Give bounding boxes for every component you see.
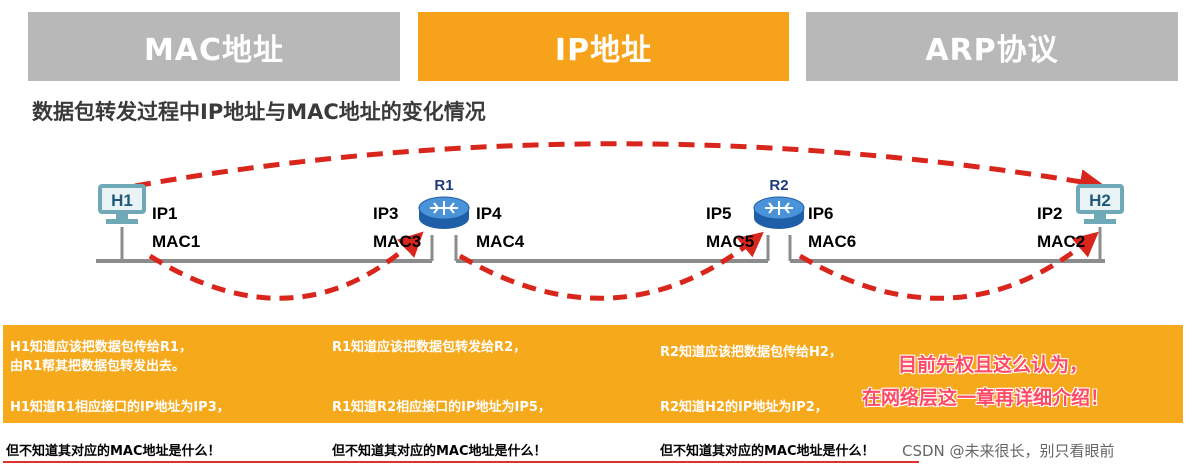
arrow-h1-to-r1 <box>148 231 424 301</box>
watermark: CSDN @未来很长，别只看眼前 <box>902 442 1115 460</box>
r1-right-ip-label: IP4 <box>476 204 502 223</box>
red-underline <box>3 461 919 463</box>
r1-left-mac-label: MAC3 <box>373 232 421 251</box>
r2-left-mac-label: MAC5 <box>706 232 754 251</box>
col1-line3: H1知道R1相应接口的IP地址为IP3， <box>10 400 230 415</box>
col1-line4: 但不知道其对应的MAC地址是什么！ <box>6 444 221 459</box>
host-h1-icon <box>98 184 146 224</box>
h1-mac-label: MAC1 <box>152 232 200 251</box>
page-subtitle: 数据包转发过程中IP地址与MAC地址的变化情况 <box>32 100 486 124</box>
h2-mac-label: MAC2 <box>1037 232 1085 251</box>
col2-line4: 但不知道其对应的MAC地址是什么！ <box>332 444 547 459</box>
col2-line3: R1知道R2相应接口的IP地址为IP5， <box>332 400 551 415</box>
r1-right-mac-label: MAC4 <box>476 232 525 251</box>
col3-line1: R2知道应该把数据包传给H2， <box>660 345 842 360</box>
host-h2-icon <box>1076 184 1124 224</box>
tab-ip-address[interactable]: IP地址 <box>418 12 789 81</box>
r2-left-ip-label: IP5 <box>706 204 732 223</box>
tab-arp-protocol[interactable]: ARP协议 <box>806 12 1178 81</box>
note-line1: 目前先权且这么认为， <box>898 354 1089 376</box>
col1-line2: 由R1帮其把数据包转发出去。 <box>10 359 186 374</box>
col3-line4: 但不知道其对应的MAC地址是什么！ <box>660 444 875 459</box>
h2-ip-label: IP2 <box>1037 204 1063 223</box>
router-r1-name: R1 <box>434 177 453 194</box>
r2-right-mac-label: MAC6 <box>808 232 856 251</box>
host-h1-name: H1 <box>111 191 133 210</box>
tab-mac-address[interactable]: MAC地址 <box>28 12 400 81</box>
arrow-h1-to-h2 <box>134 141 1105 194</box>
arrow-r2-to-h2 <box>798 231 1099 301</box>
router-r2-name: R2 <box>769 177 788 194</box>
col3-line3: R2知道H2的IP地址为IP2， <box>660 400 828 415</box>
r2-right-ip-label: IP6 <box>808 204 834 223</box>
explanation-panel <box>3 325 1183 423</box>
r1-left-ip-label: IP3 <box>373 204 399 223</box>
router-r1-icon <box>418 196 470 229</box>
col2-line1: R1知道应该把数据包转发给R2， <box>332 340 527 355</box>
note-line2: 在网络层这一章再详细介绍！ <box>862 387 1110 409</box>
col1-line1: H1知道应该把数据包传给R1， <box>10 340 192 355</box>
arrow-r1-to-r2 <box>458 231 764 301</box>
network-diagram: H1 H2 R1 R2 IP1 MAC1 IP3 MAC3 IP4 MAC4 I… <box>96 141 1124 301</box>
h1-ip-label: IP1 <box>152 204 178 223</box>
router-r2-icon <box>753 196 805 229</box>
host-h2-name: H2 <box>1089 191 1111 210</box>
